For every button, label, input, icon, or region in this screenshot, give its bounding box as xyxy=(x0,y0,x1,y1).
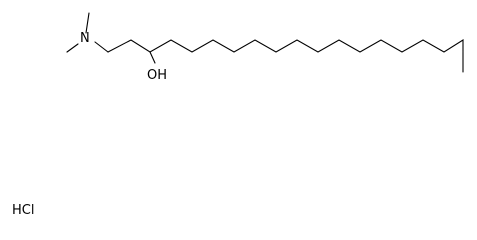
bond-group xyxy=(66,12,464,73)
bond-c-oh xyxy=(149,51,156,64)
hydroxyl-label: OH xyxy=(147,68,167,83)
bond-backbone xyxy=(107,39,464,73)
structure-canvas: N OH HCl xyxy=(12,12,464,218)
bond-n-methyl-left xyxy=(66,43,79,53)
bond-n-c1 xyxy=(94,41,109,53)
nitrogen-atom-label: N xyxy=(80,31,90,46)
molecule-diagram: N OH HCl xyxy=(12,12,464,218)
bond-n-methyl-top xyxy=(85,12,90,34)
salt-label: HCl xyxy=(12,203,34,218)
